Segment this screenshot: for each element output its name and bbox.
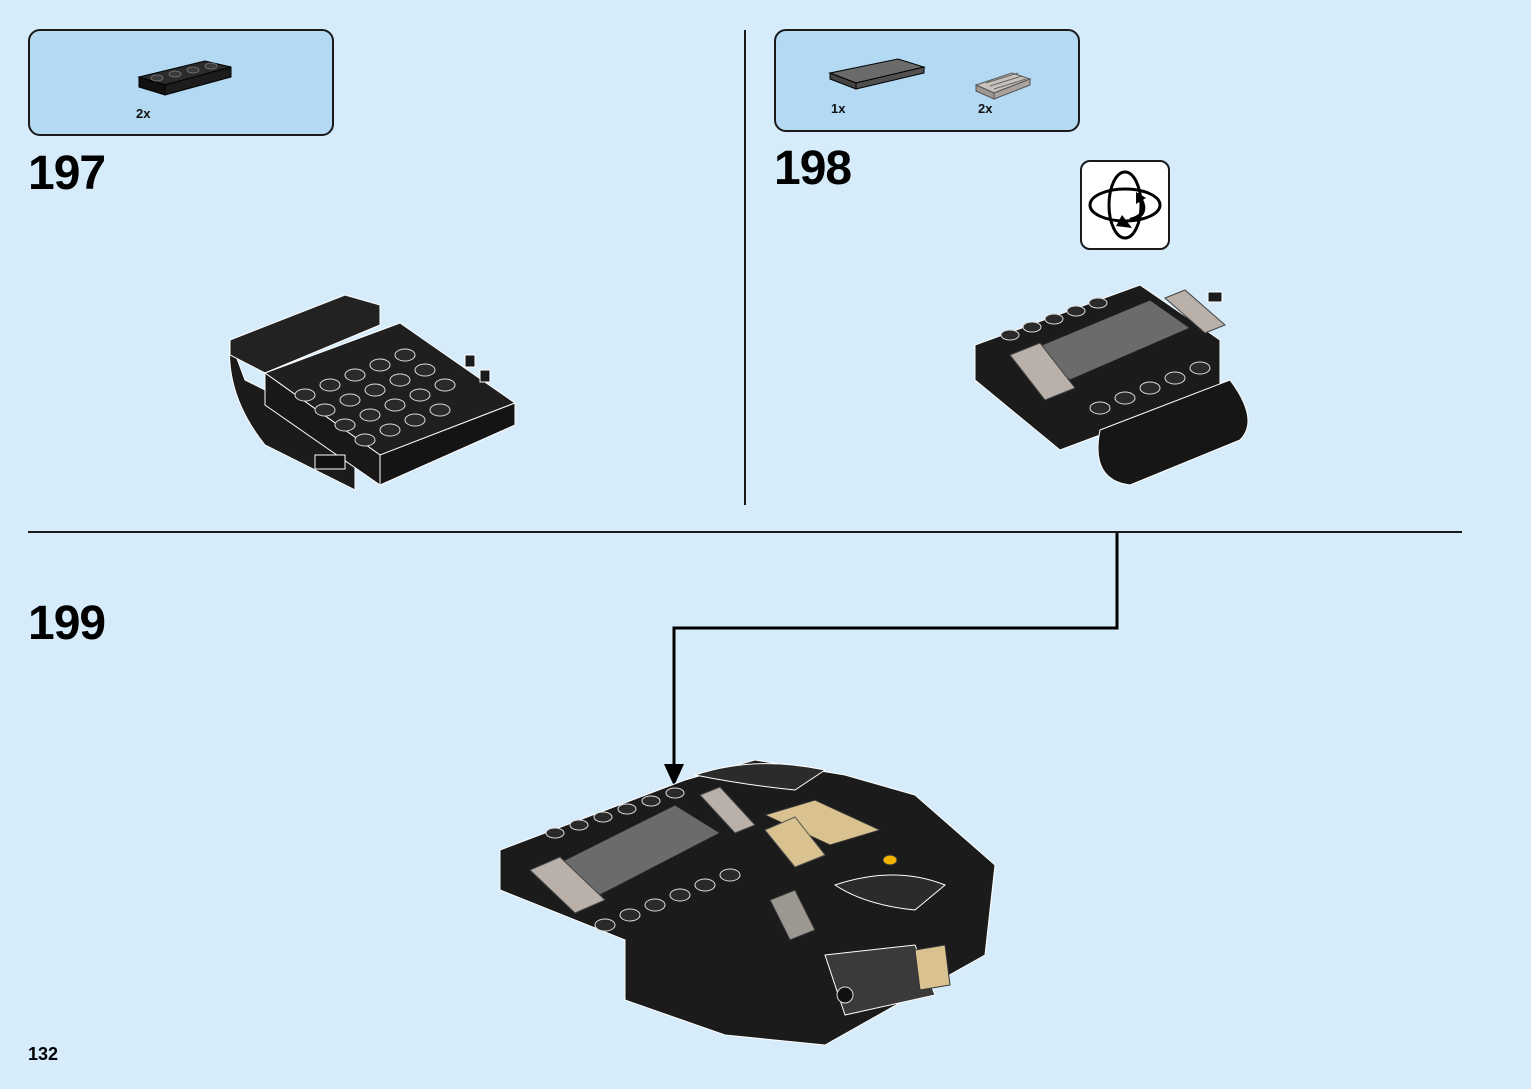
parts-callout-step-198: 1x 2x: [774, 29, 1080, 132]
page-number: 132: [28, 1044, 59, 1064]
step-199-model-illustration: [499, 759, 996, 1046]
parts-callout-step-197: 2x: [28, 29, 334, 136]
horizontal-divider: [28, 531, 1462, 533]
dark-gray-tile-2x4-icon: [828, 58, 926, 90]
part-qty: 2x: [978, 101, 993, 116]
step-198-model-illustration: [974, 284, 1249, 486]
rotate-model-box: [1080, 160, 1170, 250]
rotate-model-icon: [1088, 170, 1162, 240]
step-number: 197: [28, 147, 106, 200]
step-number: 198: [774, 142, 852, 195]
step-number: 199: [28, 597, 106, 650]
gray-grille-tile-1x2-icon: [974, 72, 1032, 100]
step-197-model-illustration: [228, 294, 517, 491]
black-brick-1x4-icon: [137, 60, 232, 96]
part-qty: 2x: [136, 106, 151, 121]
part-qty: 1x: [831, 101, 846, 116]
vertical-divider: [744, 30, 746, 505]
step-connector-arrow: [664, 533, 1119, 786]
